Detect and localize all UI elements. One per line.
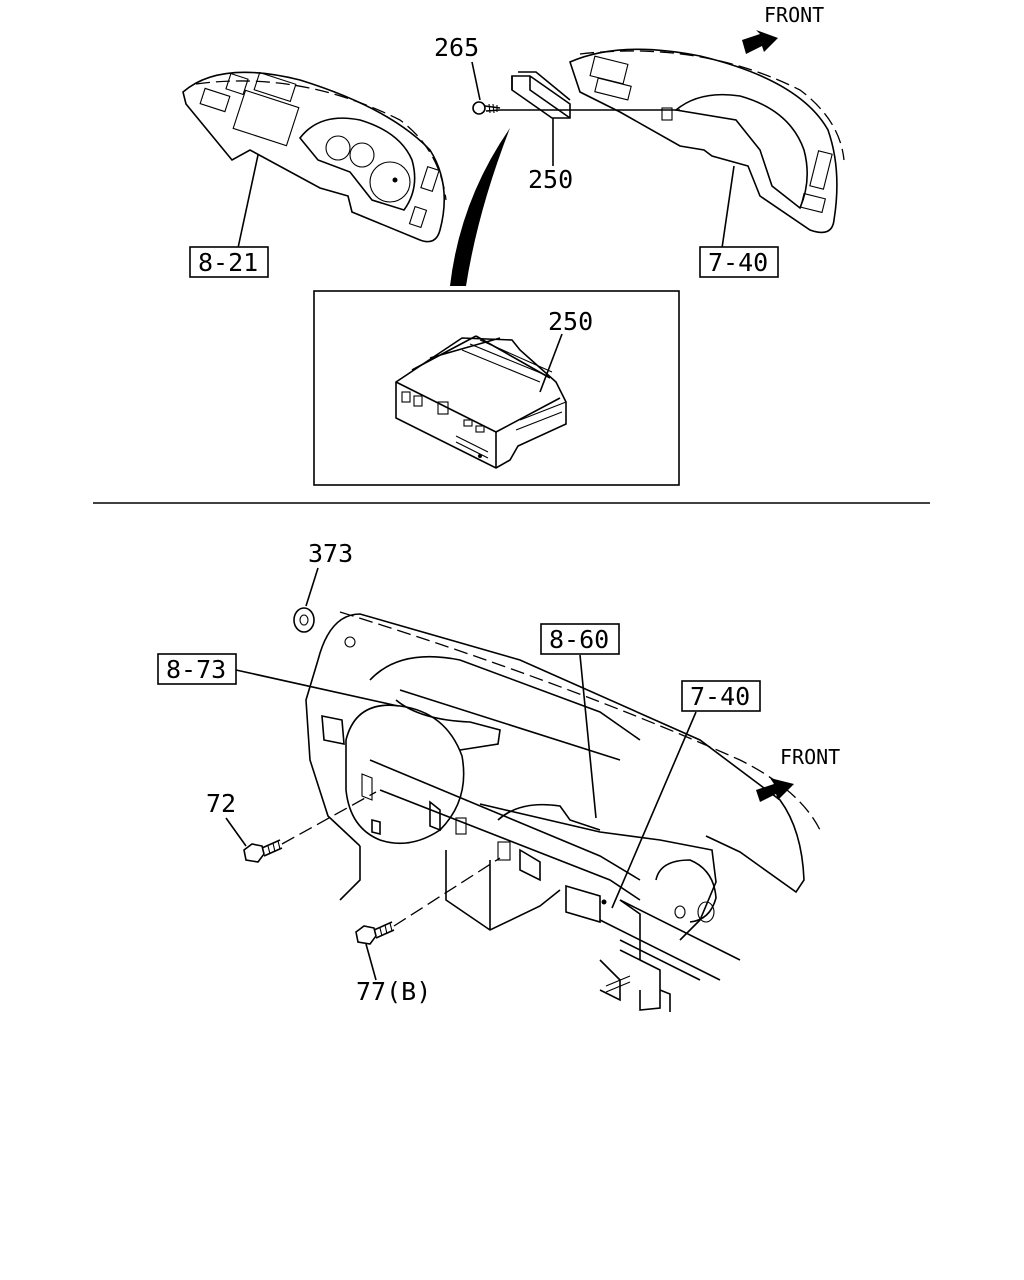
ref-7-40-lower-text: 7-40	[690, 682, 750, 711]
detail-frame	[313, 290, 680, 486]
label-77b: 77(B)	[356, 977, 431, 1006]
ref-7-40-upper-text: 7-40	[708, 248, 768, 277]
detail-pointer	[450, 128, 510, 286]
label-250-detail: 250	[548, 307, 593, 336]
ref-box-7-40-lower[interactable]: 7-40	[681, 680, 761, 712]
ref-box-8-73[interactable]: 8-73	[157, 653, 237, 685]
instrument-panel-left	[182, 71, 447, 249]
bottom-section: 373	[157, 539, 840, 1012]
front-label-bottom: FRONT	[780, 745, 840, 769]
washer-373	[293, 567, 319, 633]
bolt-77b	[355, 857, 501, 981]
front-arrow-icon	[742, 30, 778, 54]
screw-265	[471, 61, 501, 115]
ref-8-60-text: 8-60	[549, 625, 609, 654]
ref-8-21-text: 8-21	[198, 248, 258, 277]
unit-250-detail	[395, 333, 567, 469]
instrument-panel-right	[569, 48, 845, 249]
label-250-upper: 250	[528, 165, 573, 194]
bolt-72	[225, 791, 377, 863]
ref-box-8-60[interactable]: 8-60	[540, 623, 620, 655]
ref-8-73-text: 8-73	[166, 655, 226, 684]
label-265: 265	[434, 33, 479, 62]
unit-250-small	[500, 71, 680, 166]
ref-box-8-21[interactable]: 8-21	[189, 246, 269, 278]
ref-box-7-40-upper[interactable]: 7-40	[699, 246, 779, 278]
label-72: 72	[206, 789, 236, 818]
top-section: FRONT 265	[182, 3, 845, 486]
front-arrow-icon-lower	[756, 778, 794, 802]
front-label-top: FRONT	[764, 3, 824, 27]
dashboard-assembly	[305, 611, 821, 1012]
label-373: 373	[308, 539, 353, 568]
